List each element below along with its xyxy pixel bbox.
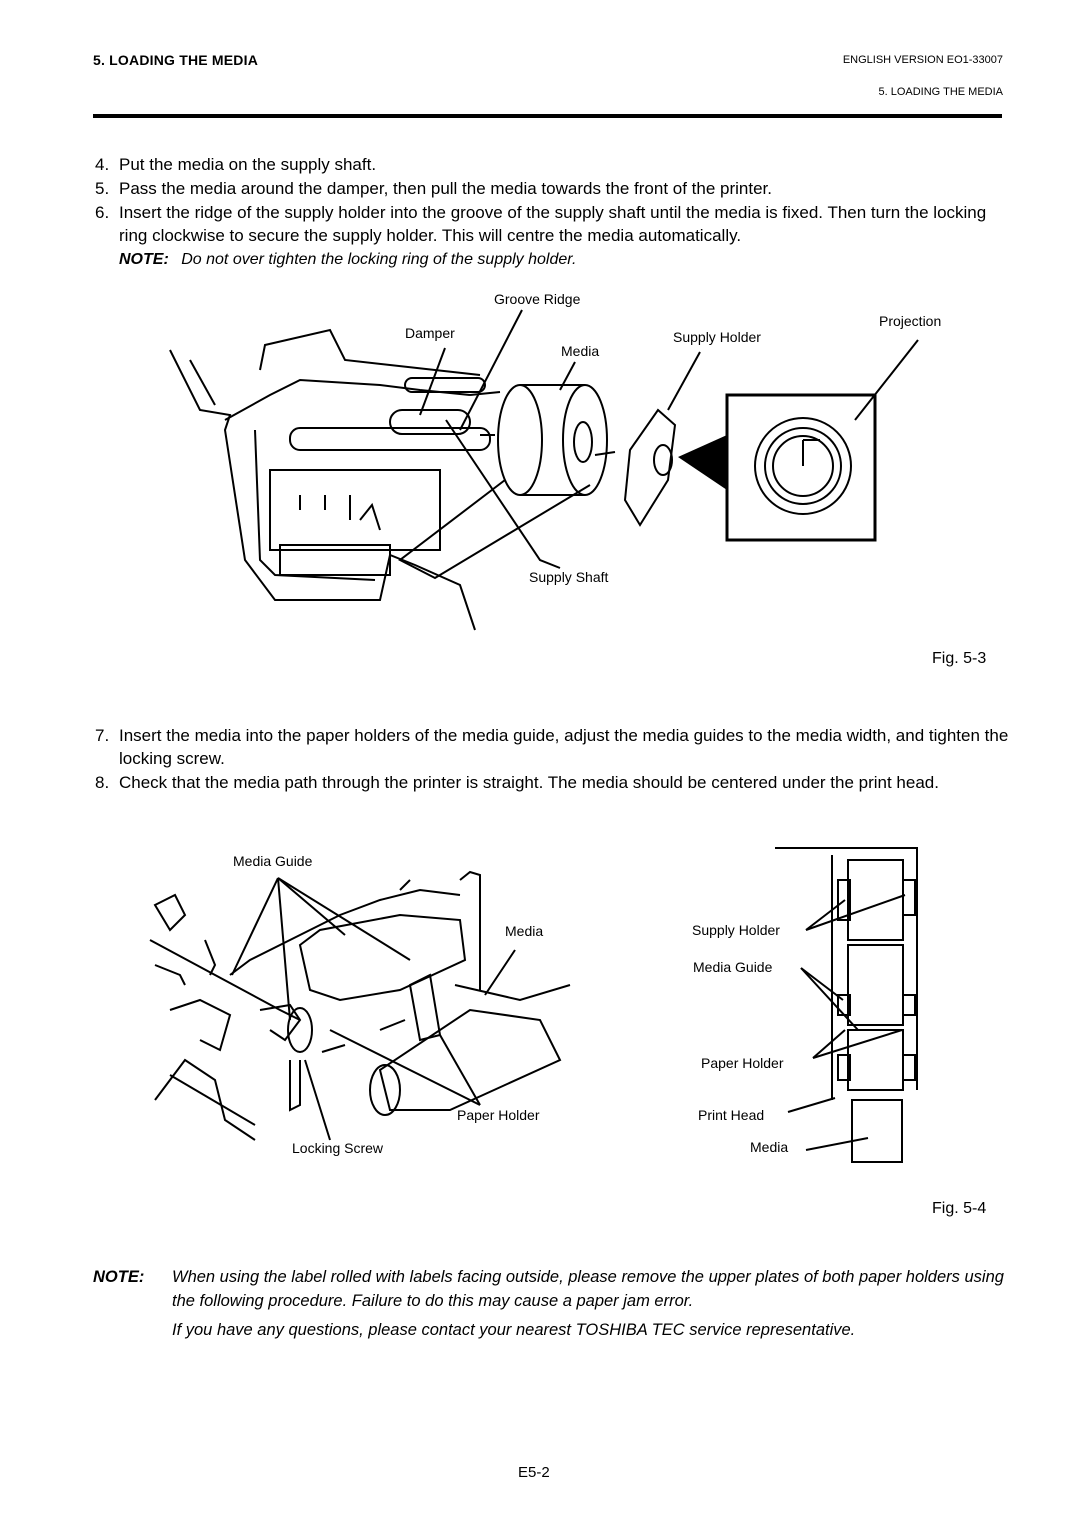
version-label: ENGLISH VERSION EO1-33007 [842,54,1003,66]
label-print-head: Print Head [698,1107,765,1123]
step-number: 5. [95,179,110,198]
label-supply-shaft: Supply Shaft [529,569,609,585]
label-media-right: Media [750,1139,789,1155]
step-5: 5. Pass the media around the damper, the… [95,177,1010,200]
label-media: Media [561,343,600,359]
label-supply-holder: Supply Holder [673,329,761,345]
note-bottom: NOTE: When using the label rolled with l… [93,1265,1008,1342]
step-number: 7. [95,726,110,745]
step-text: Insert the media into the paper holders … [119,726,1009,768]
label-media: Media [505,923,544,939]
step-text: Put the media on the supply shaft. [119,155,377,174]
step-4: 4. Put the media on the supply shaft. [95,153,1010,176]
fig-5-3-caption: Fig. 5-3 [932,650,987,667]
label-media-guide-right: Media Guide [693,959,773,975]
step-7: 7. Insert the media into the paper holde… [95,724,1010,770]
note-label: NOTE: [119,251,169,268]
note-bottom-line1: NOTE: When using the label rolled with l… [93,1265,1008,1313]
note-text: When using the label rolled with labels … [172,1268,1004,1310]
note-text: Do not over tighten the locking ring of … [181,251,577,268]
label-groove-ridge: Groove Ridge [494,291,581,307]
step-number: 8. [95,773,110,792]
step-number: 4. [95,155,110,174]
fig-5-4-caption: Fig. 5-4 [932,1200,987,1217]
section-title: 5. LOADING THE MEDIA [93,52,259,68]
steps-top: 4. Put the media on the supply shaft. 5.… [95,153,1010,271]
label-supply-holder: Supply Holder [692,922,780,938]
note-text-contact: If you have any questions, please contac… [172,1321,856,1339]
label-damper: Damper [405,325,455,341]
label-media-guide: Media Guide [233,853,313,869]
step-text: Pass the media around the damper, then p… [119,179,773,198]
note-label: NOTE: [93,1268,145,1286]
note-top: NOTE: Do not over tighten the locking ri… [119,248,1010,271]
step-8: 8. Check that the media path through the… [95,771,1010,794]
step-number: 6. [95,203,110,222]
step-text: Check that the media path through the pr… [119,773,939,792]
page-number: E5-2 [518,1464,550,1481]
step-text: Insert the ridge of the supply holder in… [119,203,987,245]
label-paper-holder: Paper Holder [457,1107,540,1123]
label-paper-holder-right: Paper Holder [701,1055,784,1071]
section-ref: 5. LOADING THE MEDIA [878,86,1004,98]
header-rule [93,114,1002,118]
steps-bottom: 7. Insert the media into the paper holde… [95,724,1010,794]
step-6: 6. Insert the ridge of the supply holder… [95,201,1010,247]
label-projection: Projection [879,313,942,329]
label-locking-screw: Locking Screw [292,1140,384,1156]
